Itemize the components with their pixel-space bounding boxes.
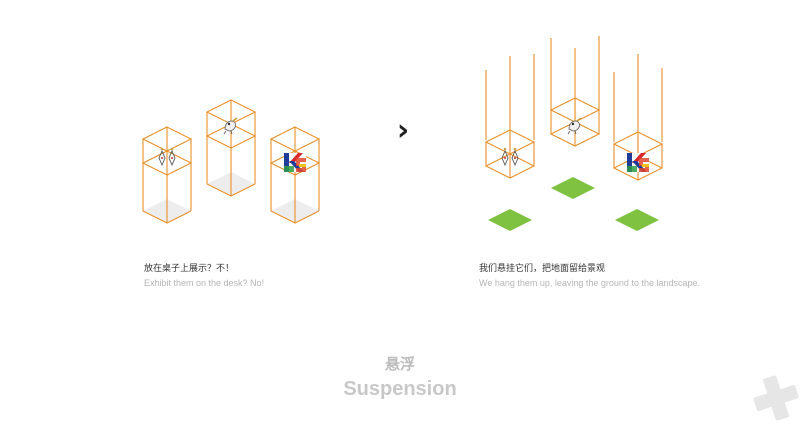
landscape-plots (488, 177, 659, 231)
landscape-plot (551, 177, 595, 199)
plus-watermark-icon (753, 375, 799, 421)
ks-logo-icon (627, 153, 649, 172)
left-caption-en: Exhibit them on the desk? No! (144, 278, 265, 288)
display-box-bird (206, 99, 256, 197)
right-caption: 我们悬挂它们，把地面留给景观 We hang them up, leaving … (479, 262, 700, 290)
hanging-cage-earrings (485, 129, 535, 179)
section-title-zh: 悬浮 (384, 355, 415, 373)
right-caption-zh: 我们悬挂它们，把地面留给景观 (479, 264, 606, 274)
hanging-wires (485, 36, 663, 157)
suspended-cages (485, 36, 663, 181)
next-arrow-icon: › (397, 113, 409, 148)
hanging-cage-bird (550, 97, 600, 147)
ks-logo-icon (284, 153, 306, 172)
left-caption: 放在桌子上展示？不！ Exhibit them on the desk? No! (144, 262, 264, 290)
section-title-en: Suspension (343, 378, 457, 400)
desk-display-boxes (142, 99, 320, 224)
landscape-plot (488, 209, 532, 231)
hanging-cage-ks-logo (613, 131, 663, 181)
landscape-plot (615, 209, 659, 231)
left-caption-zh: 放在桌子上展示？不！ (144, 264, 235, 274)
display-box-ks-logo (270, 126, 320, 224)
right-caption-en: We hang them up, leaving the ground to t… (479, 278, 700, 288)
display-box-earrings (142, 126, 192, 224)
